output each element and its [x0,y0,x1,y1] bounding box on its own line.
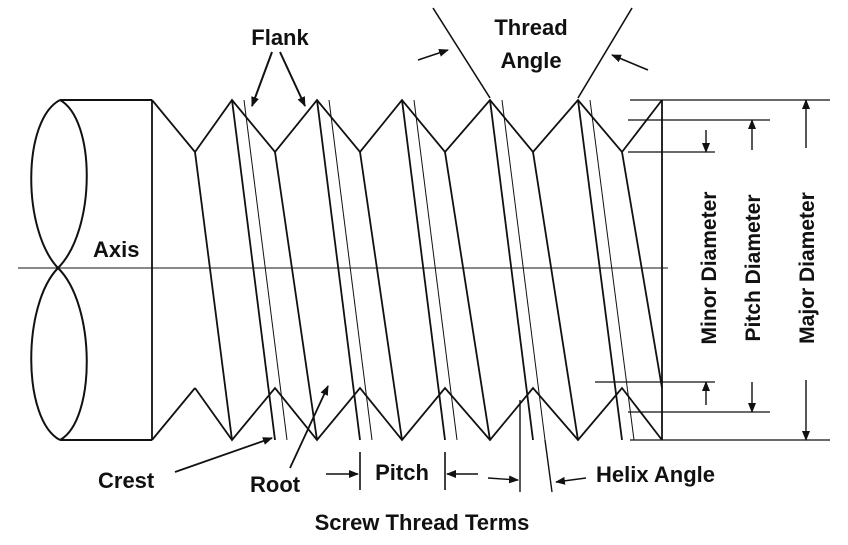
dimension-lines [595,99,830,441]
flank-label: Flank [251,25,309,50]
major-diameter-label: Major Diameter [796,192,819,344]
minor-diameter-label: Minor Diameter [698,192,721,345]
crest-label: Crest [98,468,155,493]
thread-angle-label-line2: Angle [500,48,561,73]
pitch-label: Pitch [375,460,429,485]
axis-label: Axis [93,237,139,262]
caption: Screw Thread Terms [315,510,530,535]
thread-body [151,98,663,442]
thread-angle-lines [417,7,649,99]
helix-angle-label: Helix Angle [596,462,715,487]
helix-angle-markers [487,400,587,493]
flank-leaders [251,51,306,107]
thread-angle-label-line1: Thread [494,15,567,40]
pitch-markers [326,452,478,490]
shaft [30,99,152,441]
root-label: Root [250,472,301,497]
crest-root-leaders [174,385,329,473]
pitch-diameter-label: Pitch Diameter [742,194,765,341]
